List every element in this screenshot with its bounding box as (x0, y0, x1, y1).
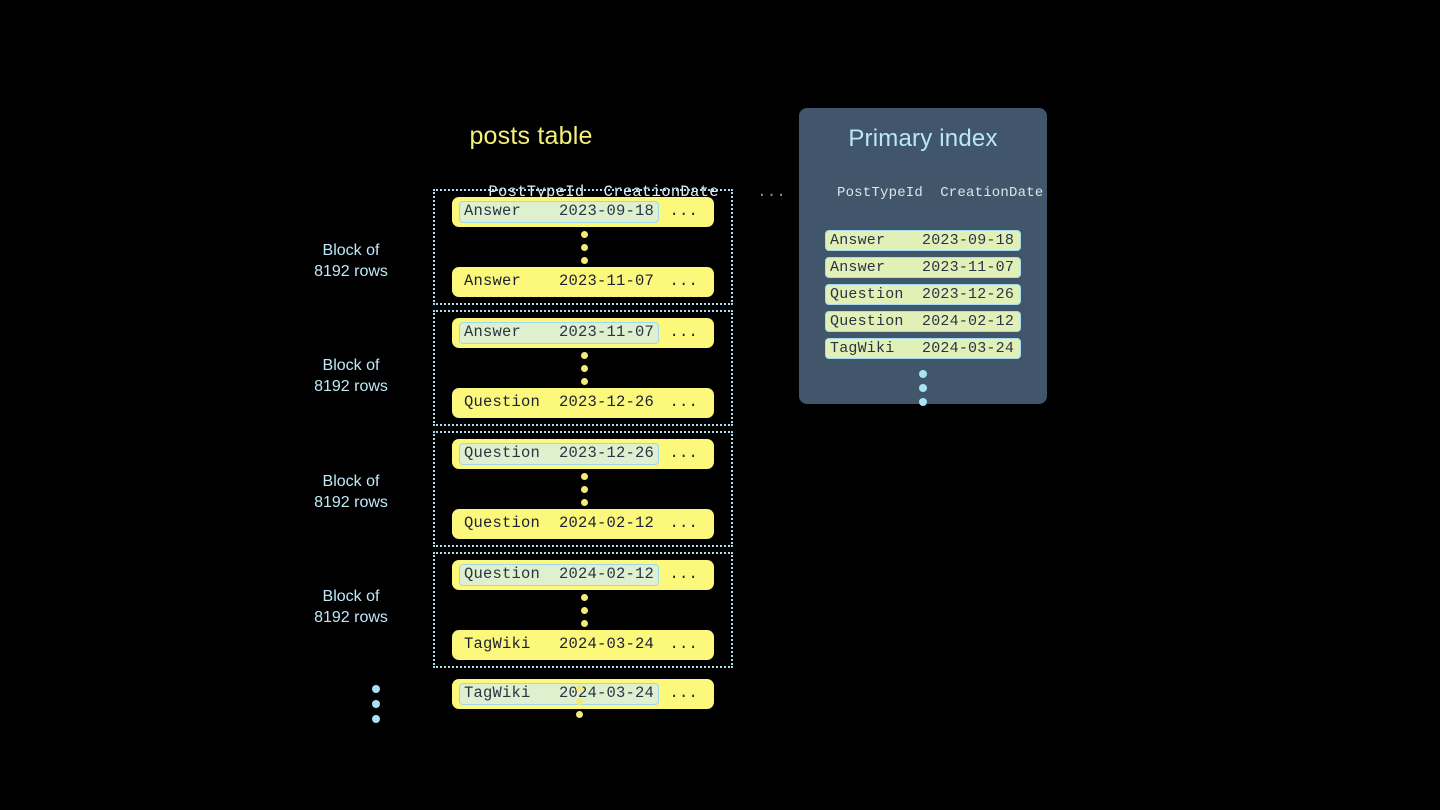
table-row[interactable]: Question 2023-12-26 ... (452, 439, 714, 469)
row-ellipsis: ... (669, 514, 698, 533)
left-vertical-dots-icon (370, 685, 382, 723)
index-vertical-dots-icon (799, 370, 1047, 406)
page-title: posts table (469, 122, 593, 150)
vertical-dots-icon (435, 469, 731, 509)
row-cells: Answer 2023-11-07 (464, 272, 655, 291)
row-cells: Question 2023-12-26 (459, 443, 660, 465)
primary-index-panel: Primary index PostTypeId CreationDate An… (799, 108, 1047, 406)
block-label-line-1: Block of (322, 588, 380, 605)
row-ellipsis: ... (669, 684, 698, 703)
index-row-cells: Answer 2023-09-18 (830, 232, 1015, 249)
vertical-dots-icon (435, 348, 731, 388)
block-label-line-2: 8192 rows (314, 609, 388, 626)
index-column-header-post-type-id: PostTypeId (836, 185, 923, 201)
block-of-rows: Answer 2023-09-18 ... Answer 2023-11-07 … (433, 189, 733, 305)
index-row-cells: TagWiki 2024-03-24 (830, 340, 1015, 357)
block-label-line-2: 8192 rows (314, 378, 388, 395)
index-row[interactable]: Question 2023-12-26 (825, 284, 1021, 305)
row-cells: Answer 2023-09-18 (459, 201, 660, 223)
bottom-vertical-dots-icon (576, 685, 583, 718)
index-row-cells: Question 2024-02-12 (830, 313, 1015, 330)
primary-index-title: Primary index (848, 125, 998, 152)
index-column-header-spacer (923, 185, 940, 201)
row-cells: Question 2024-02-12 (464, 514, 655, 533)
block-label: Block of 8192 rows (291, 240, 411, 282)
row-cells: TagWiki 2024-03-24 (459, 683, 660, 705)
row-cells: Answer 2023-11-07 (459, 322, 660, 344)
primary-index-rows: Answer 2023-09-18 Answer 2023-11-07 Ques… (799, 230, 1047, 359)
index-row-cells: Question 2023-12-26 (830, 286, 1015, 303)
row-ellipsis: ... (669, 393, 698, 412)
block-label-line-1: Block of (322, 357, 380, 374)
row-ellipsis: ... (669, 323, 698, 342)
index-row[interactable]: Answer 2023-09-18 (825, 230, 1021, 251)
column-header-post-type-id: PostTypeId (488, 183, 585, 201)
block-of-rows: Answer 2023-11-07 ... Question 2023-12-2… (433, 310, 733, 426)
vertical-dots-icon (435, 590, 731, 630)
block-of-rows: Question 2023-12-26 ... Question 2024-02… (433, 431, 733, 547)
block-label-line-2: 8192 rows (314, 263, 388, 280)
block-label: Block of 8192 rows (291, 586, 411, 628)
block-label-line-2: 8192 rows (314, 494, 388, 511)
block-label-line-1: Block of (322, 473, 380, 490)
index-row-cells: Answer 2023-11-07 (830, 259, 1015, 276)
row-ellipsis: ... (669, 565, 698, 584)
table-row[interactable]: Question 2023-12-26 ... (452, 388, 714, 418)
table-row[interactable]: TagWiki 2024-03-24 ... (452, 679, 714, 709)
table-row[interactable]: Question 2024-02-12 ... (452, 509, 714, 539)
index-row[interactable]: TagWiki 2024-03-24 (825, 338, 1021, 359)
row-cells: Question 2023-12-26 (464, 393, 655, 412)
table-row[interactable]: Answer 2023-11-07 ... (452, 267, 714, 297)
table-row[interactable]: Answer 2023-11-07 ... (452, 318, 714, 348)
row-ellipsis: ... (669, 202, 698, 221)
index-row[interactable]: Answer 2023-11-07 (825, 257, 1021, 278)
column-header-more: ... (757, 183, 787, 201)
row-cells: Question 2024-02-12 (459, 564, 660, 586)
trailing-row-container: TagWiki 2024-03-24 ... (433, 673, 733, 709)
primary-index-column-headers: PostTypeId CreationDate (799, 169, 1047, 217)
posts-table-column-headers: PostTypeId CreationDate ... (450, 165, 785, 219)
block-label: Block of 8192 rows (291, 471, 411, 513)
table-row[interactable]: TagWiki 2024-03-24 ... (452, 630, 714, 660)
index-row[interactable]: Question 2024-02-12 (825, 311, 1021, 332)
row-cells: TagWiki 2024-03-24 (464, 635, 655, 654)
row-ellipsis: ... (669, 635, 698, 654)
table-row[interactable]: Answer 2023-09-18 ... (452, 197, 714, 227)
block-label-line-1: Block of (322, 242, 380, 259)
column-header-creation-date: CreationDate (603, 183, 719, 201)
row-ellipsis: ... (669, 444, 698, 463)
table-row[interactable]: Question 2024-02-12 ... (452, 560, 714, 590)
blocks-container: Answer 2023-09-18 ... Answer 2023-11-07 … (433, 189, 733, 709)
block-label: Block of 8192 rows (291, 355, 411, 397)
vertical-dots-icon (435, 227, 731, 267)
block-of-rows: Question 2024-02-12 ... TagWiki 2024-03-… (433, 552, 733, 668)
index-column-header-creation-date: CreationDate (940, 185, 1044, 201)
row-ellipsis: ... (669, 272, 698, 291)
